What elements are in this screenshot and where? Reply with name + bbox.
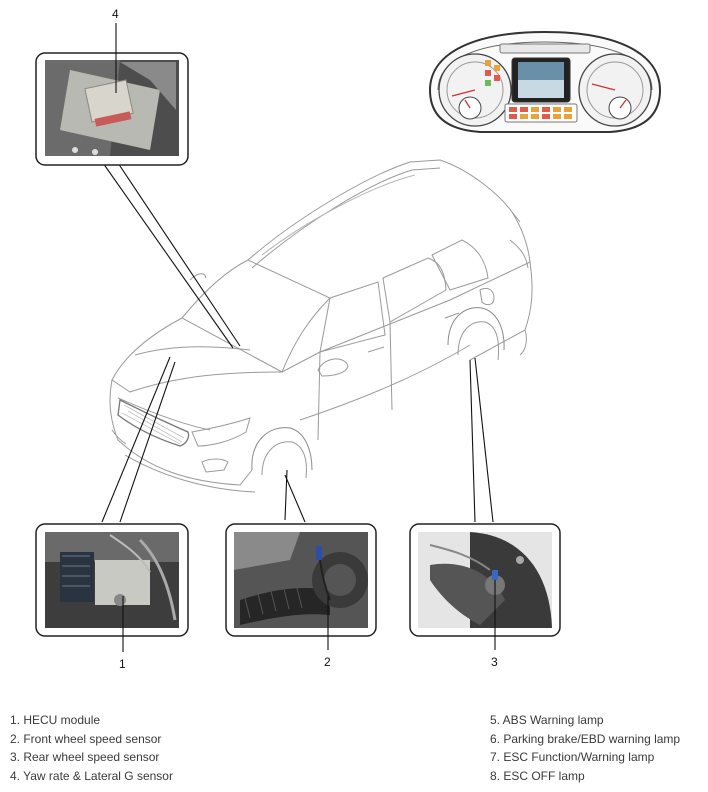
legend-right-column: 5. ABS Warning lamp 6. Parking brake/EBD…	[490, 711, 680, 785]
legend-left-column: 1. HECU module 2. Front wheel speed sens…	[10, 711, 173, 785]
callout-number-3: 3	[491, 655, 498, 669]
leader-lines	[101, 162, 494, 523]
car-illustration	[109, 159, 533, 493]
callout-number-2: 2	[324, 655, 331, 669]
legend-item: 5. ABS Warning lamp	[490, 713, 604, 727]
legend-item: 7. ESC Function/Warning lamp	[490, 750, 655, 764]
photo-front-wheel-speed-sensor	[225, 523, 377, 637]
legend-item: 3. Rear wheel speed sensor	[10, 750, 160, 764]
legend-item: 4. Yaw rate & Lateral G sensor	[10, 768, 173, 783]
component-location-diagram: 4 1 2 3	[35, 7, 662, 671]
photo-hecu-module	[35, 523, 189, 637]
legend-item: 6. Parking brake/EBD warning lamp	[490, 731, 681, 746]
legend-item: 8. ESC OFF lamp	[490, 768, 585, 783]
callout-number-1: 1	[119, 657, 126, 671]
photo-rear-wheel-speed-sensor	[409, 523, 561, 637]
callout-number-4: 4	[112, 7, 119, 21]
instrument-cluster-illustration	[428, 30, 662, 133]
legend-item: 1. HECU module	[10, 713, 101, 727]
legend-item: 2. Front wheel speed sensor	[10, 731, 162, 746]
photo-yaw-rate-sensor	[35, 52, 189, 166]
